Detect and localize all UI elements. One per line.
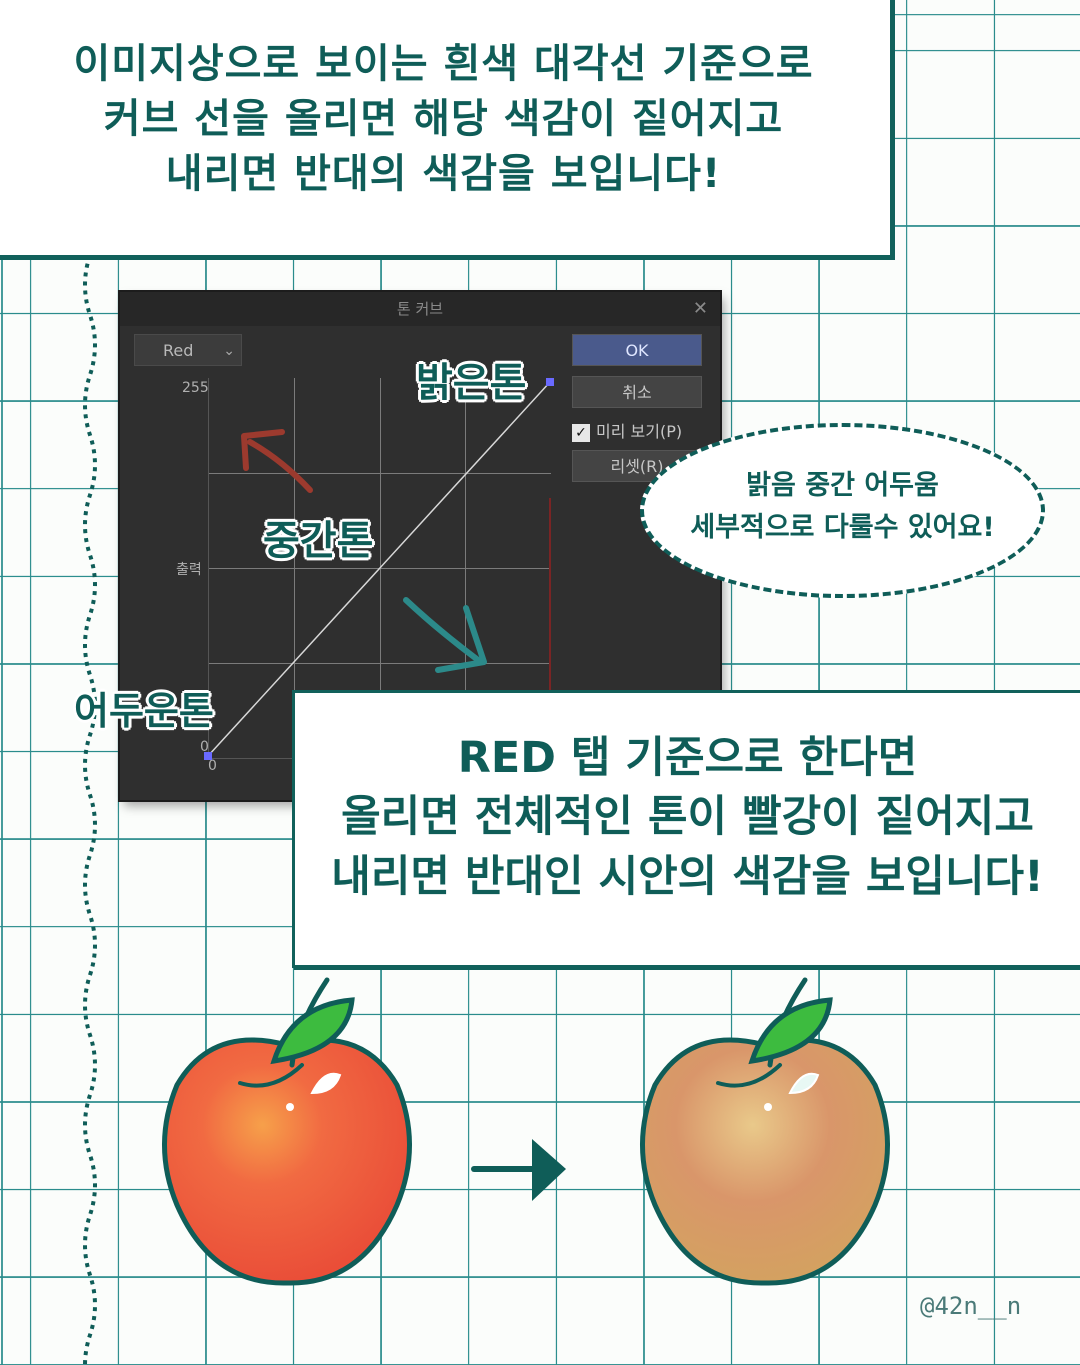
bottom-explanation-box: RED 탭 기준으로 한다면 올리면 전체적인 톤이 빨강이 짙어지고 내리면 … [292,690,1080,968]
wavy-dotted-line [83,254,97,1365]
channel-select[interactable]: Red ⌄ [134,334,242,366]
bubble-line-2: 세부적으로 다룰수 있어요! [690,511,995,543]
check-icon: ✓ [572,423,590,442]
ok-button[interactable]: OK [572,334,702,366]
plot-gridline [209,473,551,474]
top-line-2: 커브 선을 올리면 해당 색감이 짙어지고 [103,96,784,143]
plot-gridline [209,663,551,664]
author-handle: @42n__n [920,1292,1022,1320]
top-explanation-box: 이미지상으로 보이는 흰색 대각선 기준으로 커브 선을 올리면 해당 색감이 … [0,0,893,258]
curve-line [204,378,554,760]
close-icon[interactable]: ✕ [692,298,708,319]
apple-after-illustration [640,977,890,1286]
red-arrow [241,429,313,493]
bottom-line-2: 올리면 전체적인 톤이 빨강이 짙어지고 [341,792,1034,843]
y-axis-max: 255 [182,380,209,396]
top-explanation-text: 이미지상으로 보이는 흰색 대각선 기준으로 커브 선을 올리면 해당 색감이 … [0,37,890,203]
curve-point-bright[interactable] [546,378,554,386]
x-axis-min: 0 [208,758,217,774]
label-bright-tone: 밝은톤 [416,360,527,406]
label-dark-tone: 어두운톤 [74,689,214,733]
cyan-arrow [403,597,487,673]
preview-label: 미리 보기(P) [596,422,683,441]
preview-checkbox[interactable]: ✓ 미리 보기(P) [572,418,682,442]
top-line-1: 이미지상으로 보이는 흰색 대각선 기준으로 [73,41,814,87]
top-line-3: 내리면 반대의 색감을 보입니다! [165,151,722,198]
red-histogram-edge [549,498,551,758]
arrow-right-icon [471,1139,566,1201]
bottom-explanation-text: RED 탭 기준으로 한다면 올리면 전체적인 톤이 빨강이 짙어지고 내리면 … [295,729,1080,907]
bottom-line-1: RED 탭 기준으로 한다면 [457,733,918,783]
y-axis-min: 0 [200,739,209,755]
chevron-down-icon: ⌄ [223,343,235,359]
label-mid-tone: 중간톤 [263,518,374,564]
channel-select-value: Red [163,341,194,360]
speech-bubble-text: 밝음 중간 어두움 세부적으로 다룰수 있어요! [644,465,1041,549]
apple-before-illustration [162,977,412,1286]
bottom-line-3: 내리면 반대인 시안의 색감을 보입니다! [331,851,1044,902]
speech-bubble: 밝음 중간 어두움 세부적으로 다룰수 있어요! [640,423,1045,598]
y-axis-label: 출력 [176,562,202,578]
bubble-line-1: 밝음 중간 어두움 [746,470,939,501]
cancel-button[interactable]: 취소 [572,376,702,408]
curve-point-dark[interactable] [204,752,212,760]
dialog-title: 톤 커브 [120,292,720,326]
